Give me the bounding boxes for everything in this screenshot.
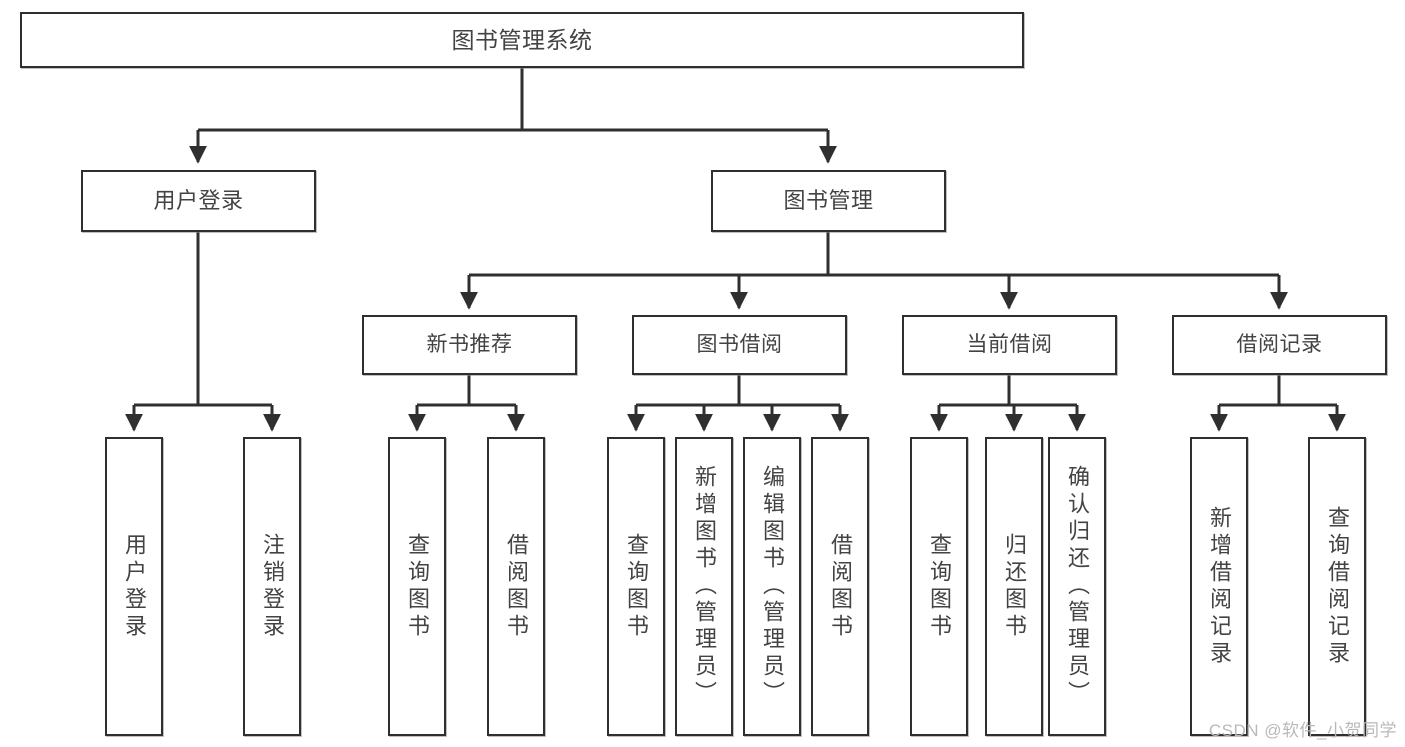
node-leaf-user-login[interactable]: 用户登录 <box>105 437 163 736</box>
node-book-manage-label: 图书管理 <box>783 188 874 214</box>
node-leaf-query-book-3-label: 查询图书 <box>927 532 952 641</box>
node-new-book-recommend-label: 新书推荐 <box>426 332 513 356</box>
node-leaf-query-book-1-label: 查询图书 <box>405 532 430 641</box>
node-leaf-confirm-return-label: 确认归还（管理员） <box>1065 465 1090 708</box>
node-leaf-return-book[interactable]: 归还图书 <box>985 437 1043 736</box>
node-leaf-logout[interactable]: 注销登录 <box>243 437 301 736</box>
node-user-login-label: 用户登录 <box>153 188 244 214</box>
node-leaf-query-book-1[interactable]: 查询图书 <box>388 437 446 736</box>
node-leaf-logout-label: 注销登录 <box>260 532 285 641</box>
node-user-login[interactable]: 用户登录 <box>81 170 316 232</box>
node-leaf-borrow-book-1-label: 借阅图书 <box>504 532 529 641</box>
node-current-borrow[interactable]: 当前借阅 <box>902 315 1117 375</box>
node-leaf-confirm-return[interactable]: 确认归还（管理员） <box>1048 437 1106 736</box>
node-borrow-record[interactable]: 借阅记录 <box>1172 315 1387 375</box>
node-leaf-borrow-book-1[interactable]: 借阅图书 <box>487 437 545 736</box>
node-book-borrow[interactable]: 图书借阅 <box>632 315 847 375</box>
node-leaf-borrow-book-2[interactable]: 借阅图书 <box>811 437 869 736</box>
node-leaf-query-book-3[interactable]: 查询图书 <box>910 437 968 736</box>
node-leaf-add-record[interactable]: 新增借阅记录 <box>1190 437 1248 736</box>
node-book-manage[interactable]: 图书管理 <box>711 170 946 232</box>
node-leaf-borrow-book-2-label: 借阅图书 <box>828 532 853 641</box>
node-leaf-query-book-2[interactable]: 查询图书 <box>607 437 665 736</box>
watermark: CSDN @软件_小贺同学 <box>1208 721 1397 740</box>
node-borrow-record-label: 借阅记录 <box>1236 332 1323 356</box>
node-leaf-user-login-label: 用户登录 <box>122 532 147 641</box>
node-root[interactable]: 图书管理系统 <box>20 12 1024 68</box>
node-leaf-add-book[interactable]: 新增图书（管理员） <box>675 437 733 736</box>
node-book-borrow-label: 图书借阅 <box>696 332 783 356</box>
node-leaf-return-book-label: 归还图书 <box>1002 532 1027 641</box>
node-leaf-edit-book-label: 编辑图书（管理员） <box>760 465 785 708</box>
node-root-label: 图书管理系统 <box>451 26 593 53</box>
node-current-borrow-label: 当前借阅 <box>966 332 1053 356</box>
node-leaf-edit-book[interactable]: 编辑图书（管理员） <box>743 437 801 736</box>
node-leaf-add-record-label: 新增借阅记录 <box>1207 505 1232 668</box>
node-leaf-query-record-label: 查询借阅记录 <box>1325 505 1350 668</box>
node-leaf-query-book-2-label: 查询图书 <box>624 532 649 641</box>
node-leaf-add-book-label: 新增图书（管理员） <box>692 465 717 708</box>
node-leaf-query-record[interactable]: 查询借阅记录 <box>1308 437 1366 736</box>
node-new-book-recommend[interactable]: 新书推荐 <box>362 315 577 375</box>
